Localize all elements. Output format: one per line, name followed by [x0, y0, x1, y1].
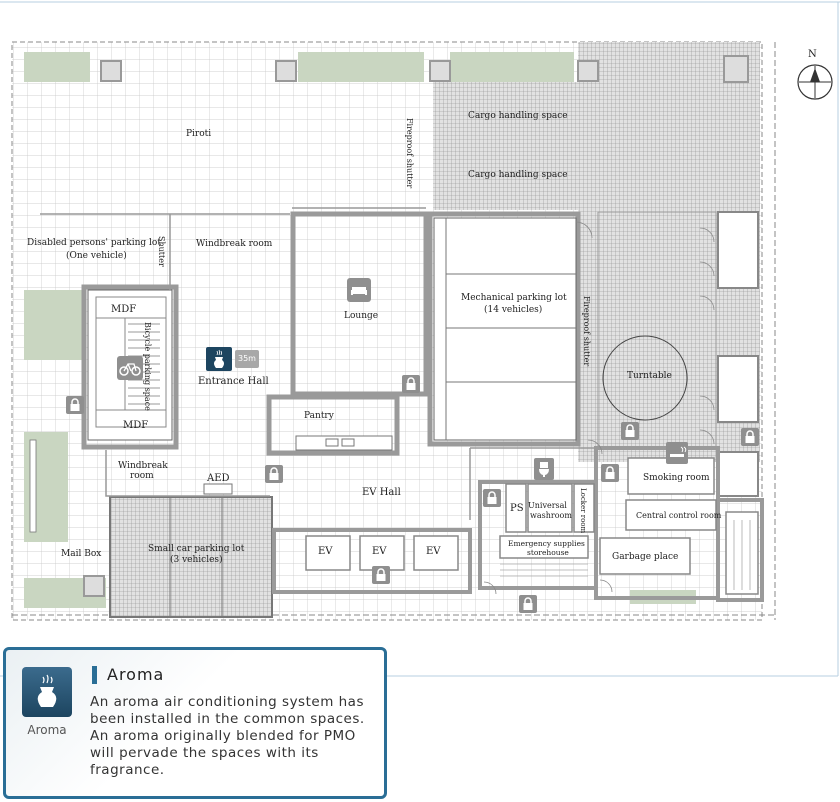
turntable-circle	[602, 335, 688, 421]
label-ev-2: EV	[372, 546, 387, 557]
sofa-icon[interactable]	[347, 278, 371, 302]
label-lounge: Lounge	[344, 311, 379, 321]
label-fireproof-shutter-1: Fireproof shutter	[405, 118, 414, 189]
label-cargo-handling-2: Cargo handling space	[468, 170, 568, 180]
label-mail-box: Mail Box	[61, 549, 102, 559]
label-ev-1: EV	[318, 546, 333, 557]
aroma-map-icon[interactable]	[206, 347, 232, 371]
label-cargo-handling-1: Cargo handling space	[468, 111, 568, 121]
label-emergency-supplies-sub: storehouse	[527, 548, 569, 557]
label-small-car-parking-sub: (3 vehicles)	[170, 555, 223, 565]
info-panel: Aroma Aroma An aroma air conditioning sy…	[3, 647, 387, 799]
label-mechanical-parking: Mechanical parking lot	[461, 293, 567, 303]
label-fireproof-shutter-2: Fireproof shutter	[582, 296, 591, 367]
aroma-icon-label: Aroma	[27, 723, 67, 737]
label-small-car-parking: Small car parking lot	[148, 544, 245, 554]
aroma-icon	[22, 667, 72, 717]
label-north: N	[808, 49, 817, 60]
lock-icon[interactable]	[402, 375, 420, 393]
label-universal-washroom: Universal	[528, 501, 567, 510]
label-disabled-parking-sub: (One vehicle)	[66, 251, 127, 261]
lock-icon[interactable]	[601, 464, 619, 482]
label-mechanical-parking-sub: (14 vehicles)	[484, 305, 543, 315]
label-emergency-supplies: Emergency supplies	[508, 539, 585, 548]
label-ev-3: EV	[426, 546, 441, 557]
label-mdf-top: MDF	[111, 304, 137, 315]
label-disabled-parking: Disabled persons' parking lot	[27, 238, 161, 248]
label-locker-room: Locker room	[579, 488, 587, 534]
label-mdf-bottom: MDF	[123, 420, 149, 431]
panel-description: An aroma air conditioning system has bee…	[90, 694, 365, 778]
smoking-icon[interactable]	[666, 442, 688, 464]
label-windbreak-room-2: Windbreak	[118, 461, 168, 471]
label-windbreak-room: Windbreak room	[196, 239, 273, 249]
label-bicycle-parking: Bicycle parking space	[143, 322, 152, 411]
label-aed: AED	[207, 473, 230, 484]
label-piroti: Piroti	[186, 129, 212, 139]
label-pantry: Pantry	[304, 411, 334, 421]
label-universal-washroom-sub: washroom	[530, 511, 572, 520]
small-car-parking-area	[109, 496, 273, 618]
floor-plan	[0, 1, 840, 677]
scale-marker[interactable]: 35m	[235, 350, 259, 368]
label-ps: PS	[510, 503, 524, 514]
lock-icon[interactable]	[741, 428, 759, 446]
panel-title: Aroma	[92, 666, 164, 684]
cargo-area	[433, 82, 578, 210]
label-ev-hall: EV Hall	[362, 487, 401, 498]
lock-icon[interactable]	[621, 422, 639, 440]
lock-icon[interactable]	[519, 595, 537, 613]
north-compass-icon	[797, 64, 833, 100]
toilet-icon[interactable]	[534, 458, 554, 480]
lock-icon[interactable]	[483, 489, 501, 507]
lock-icon[interactable]	[372, 566, 390, 584]
label-windbreak-room-2-sub: room	[130, 471, 154, 481]
label-shutter: Shutter	[157, 236, 166, 267]
label-entrance-hall: Entrance Hall	[198, 376, 269, 387]
label-turntable: Turntable	[627, 371, 672, 381]
lock-icon[interactable]	[265, 465, 283, 483]
label-garbage-place: Garbage place	[612, 552, 679, 562]
label-central-control-room: Central control room	[636, 511, 722, 520]
bicycle-icon[interactable]	[117, 356, 143, 380]
label-smoking-room: Smoking room	[643, 473, 710, 483]
lock-icon[interactable]	[66, 396, 84, 414]
